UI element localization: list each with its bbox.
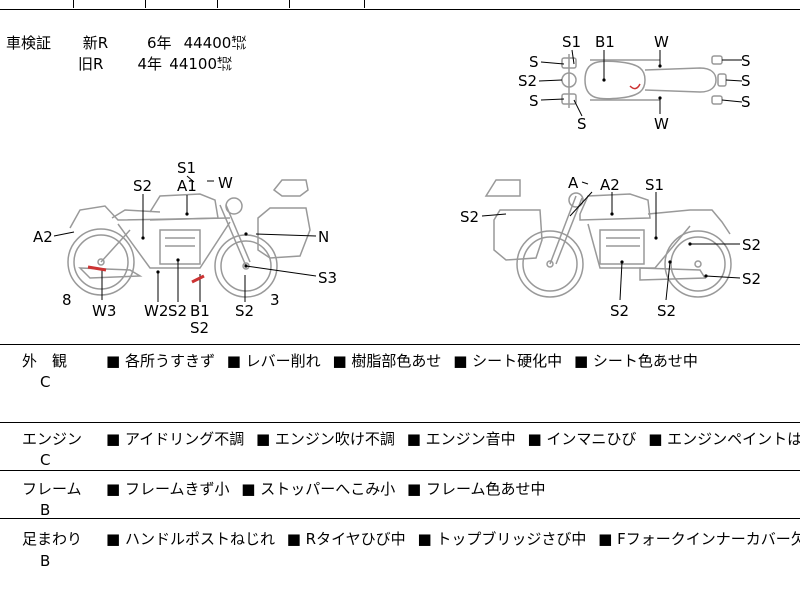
condition-item: ■ ストッパーへこみ小 bbox=[241, 480, 396, 498]
right-label: S2 bbox=[460, 208, 479, 226]
left-view-bike bbox=[67, 179, 311, 298]
section-grade: C bbox=[40, 451, 51, 469]
condition-item: ■ シート色あせ中 bbox=[573, 352, 698, 370]
section-name: 足まわり bbox=[22, 530, 83, 548]
condition-item: ■ エンジンペイントはげ bbox=[648, 430, 800, 448]
section-grade: B bbox=[40, 552, 51, 570]
condition-item: ■ フレーム色あせ中 bbox=[407, 480, 546, 498]
top-cell bbox=[146, 0, 218, 8]
right-label: S2 bbox=[742, 236, 761, 254]
divider bbox=[0, 470, 800, 471]
divider bbox=[0, 344, 800, 345]
section-name: フレーム bbox=[22, 480, 82, 498]
top-cell bbox=[0, 0, 74, 8]
top-label: S1 bbox=[562, 33, 581, 51]
section-items: ■ 各所うすきず ■ レバー削れ ■ 樹脂部色あせ ■ シート硬化中 ■ シート… bbox=[106, 350, 705, 371]
top-cell bbox=[218, 0, 290, 8]
top-view-bike bbox=[561, 54, 727, 108]
section-items: ■ アイドリング不調 ■ エンジン吹け不調 ■ エンジン音中 ■ インマニひび … bbox=[106, 428, 800, 449]
condition-item: ■ エンジン音中 bbox=[406, 430, 516, 448]
left-label: 3 bbox=[270, 291, 280, 309]
section-grade: B bbox=[40, 501, 51, 519]
right-label: S2 bbox=[610, 302, 629, 320]
top-label: S2 bbox=[518, 72, 537, 90]
section-items: ■ ハンドルポストねじれ ■ Rタイヤひび中 ■ トップブリッジさび中 ■ Fフ… bbox=[106, 528, 800, 549]
leader-lines bbox=[53, 49, 743, 302]
registration-row-old: 旧R 4年 44100㌖ bbox=[6, 54, 246, 75]
left-label: W2 bbox=[144, 302, 168, 320]
left-label: W3 bbox=[92, 302, 116, 320]
divider bbox=[0, 9, 800, 10]
right-label: A bbox=[568, 174, 579, 192]
registration-km: 44400㌖ bbox=[183, 34, 247, 52]
left-label: S2 bbox=[190, 319, 209, 337]
top-cell bbox=[74, 0, 146, 8]
registration-years: 4年 bbox=[137, 55, 162, 73]
top-label: S bbox=[577, 115, 587, 133]
top-label: W bbox=[654, 33, 669, 51]
right-view-bike bbox=[484, 179, 732, 298]
left-label: N bbox=[318, 228, 329, 246]
condition-item: ■ フレームきず小 bbox=[106, 480, 230, 498]
right-label: S1 bbox=[645, 176, 664, 194]
divider bbox=[0, 518, 800, 519]
registration-kind: 旧R bbox=[78, 55, 104, 73]
condition-item: ■ 各所うすきず bbox=[106, 352, 215, 370]
section-name: エンジン bbox=[22, 430, 83, 448]
condition-item: ■ インマニひび bbox=[527, 430, 637, 448]
top-label: S bbox=[741, 93, 751, 111]
right-label: S2 bbox=[742, 270, 761, 288]
left-label: A2 bbox=[33, 228, 53, 246]
condition-item: ■ 樹脂部色あせ bbox=[332, 352, 442, 370]
section-frame: フレーム B ■ フレームきず小 ■ ストッパーへこみ小 ■ フレーム色あせ中 bbox=[0, 471, 800, 519]
registration-title: 車検証 bbox=[6, 34, 52, 52]
registration-block: 車検証 新R 6年 44400㌖ 旧R 4年 44100㌖ bbox=[6, 33, 246, 75]
registration-years: 6年 bbox=[147, 34, 172, 52]
left-label: A1 bbox=[177, 177, 197, 195]
condition-item: ■ ハンドルポストねじれ bbox=[106, 530, 275, 548]
condition-item: ■ シート硬化中 bbox=[453, 352, 563, 370]
condition-item: ■ Rタイヤひび中 bbox=[286, 530, 406, 548]
top-label: B1 bbox=[595, 33, 615, 51]
right-label: A2 bbox=[600, 176, 620, 194]
section-engine: エンジン C ■ アイドリング不調 ■ エンジン吹け不調 ■ エンジン音中 ■ … bbox=[0, 423, 800, 469]
left-label: 8 bbox=[62, 291, 72, 309]
section-items: ■ フレームきず小 ■ ストッパーへこみ小 ■ フレーム色あせ中 bbox=[106, 478, 553, 499]
registration-km: 44100㌖ bbox=[169, 55, 232, 73]
section-name: 外 観 bbox=[22, 352, 68, 370]
section-grade: C bbox=[40, 373, 51, 391]
left-label: S2 bbox=[235, 302, 254, 320]
section-exterior: 外 観 C ■ 各所うすきず ■ レバー削れ ■ 樹脂部色あせ ■ シート硬化中… bbox=[0, 345, 800, 421]
registration-kind: 新R bbox=[82, 34, 109, 52]
top-label: W bbox=[654, 115, 669, 133]
left-label: S2 bbox=[133, 177, 152, 195]
bike-diagram: S1 B1 W S S2 S S S S S W S1 A1 W S2 A2 N… bbox=[33, 33, 761, 337]
top-label: S bbox=[529, 92, 539, 110]
condition-item: ■ Fフォークインナーカバー欠品 bbox=[598, 530, 800, 548]
condition-item: ■ レバー削れ bbox=[226, 352, 321, 370]
left-label: B1 bbox=[190, 302, 210, 320]
section-suspension: 足まわり B ■ ハンドルポストねじれ ■ Rタイヤひび中 ■ トップブリッジさ… bbox=[0, 519, 800, 600]
condition-item: ■ エンジン吹け不調 bbox=[255, 430, 395, 448]
right-label: S2 bbox=[657, 302, 676, 320]
top-label: S bbox=[741, 52, 751, 70]
top-label: S bbox=[529, 53, 539, 71]
divider bbox=[0, 422, 800, 423]
left-label: S2 bbox=[168, 302, 187, 320]
condition-item: ■ アイドリング不調 bbox=[106, 430, 245, 448]
left-label: S3 bbox=[318, 269, 337, 287]
left-label: S1 bbox=[177, 159, 196, 177]
markers bbox=[141, 64, 708, 278]
top-table-strip bbox=[0, 0, 800, 10]
top-label: S bbox=[741, 72, 751, 90]
top-cell bbox=[290, 0, 365, 8]
damage-marks bbox=[87, 83, 641, 284]
condition-item: ■ トップブリッジさび中 bbox=[417, 530, 587, 548]
registration-row-new: 車検証 新R 6年 44400㌖ bbox=[6, 33, 246, 54]
left-label: W bbox=[218, 174, 233, 192]
